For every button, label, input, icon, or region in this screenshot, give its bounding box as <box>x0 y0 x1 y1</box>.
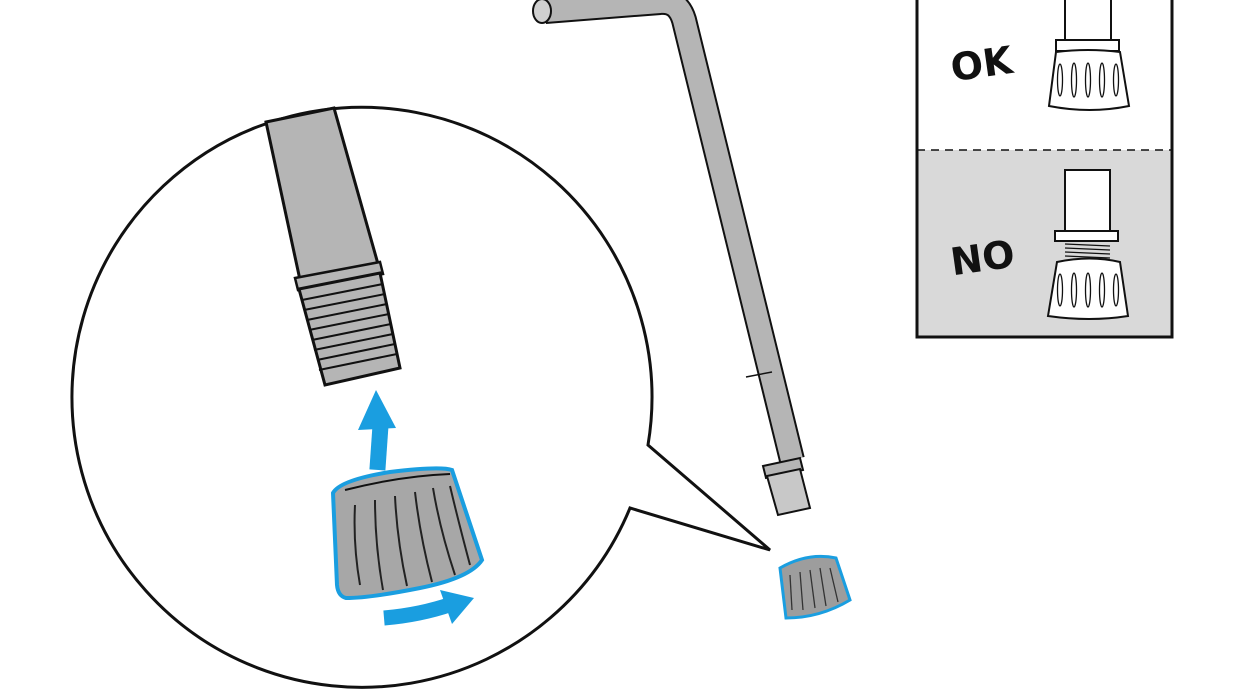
tube-closeup <box>264 106 402 387</box>
rotate-arrow-icon <box>383 590 474 626</box>
ok-example <box>1047 0 1131 111</box>
no-label: NO <box>948 232 1018 284</box>
rod-assembly <box>532 0 812 517</box>
no-example <box>1046 169 1130 320</box>
rod-collar <box>761 456 805 480</box>
magnify-callout <box>70 105 771 689</box>
rod-end <box>532 0 552 24</box>
ok-label: OK <box>948 38 1017 90</box>
rod-thread-end <box>765 467 812 517</box>
ok-no-panel: OK NO <box>915 0 1174 339</box>
cap-closeup <box>330 466 485 601</box>
arrow-up-icon <box>358 390 396 471</box>
small-cap <box>778 554 852 620</box>
